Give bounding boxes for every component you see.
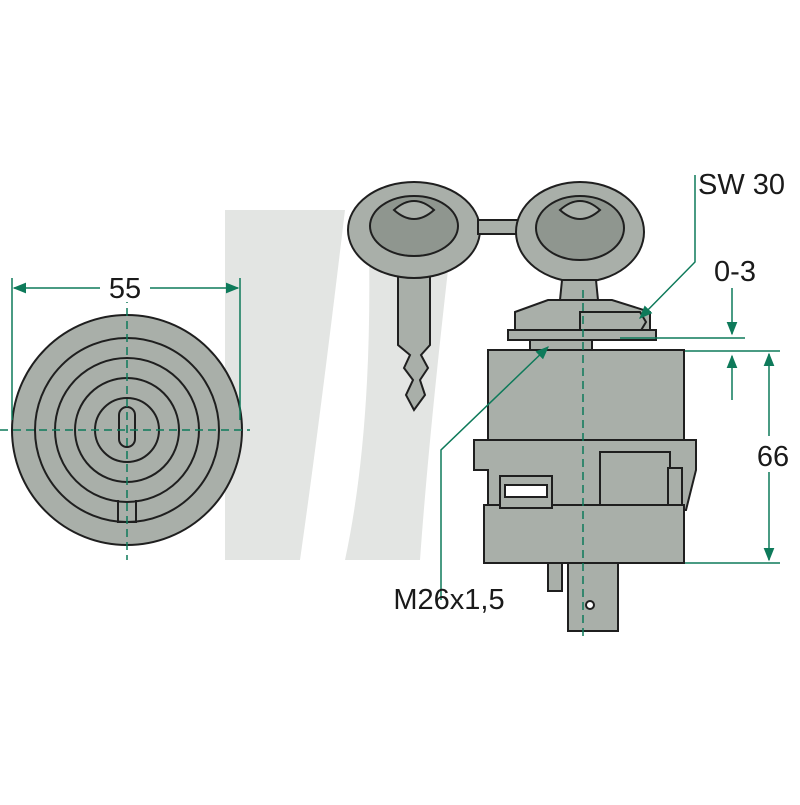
- thread-leader: [440, 346, 549, 600]
- diameter-label-bg: [100, 266, 150, 302]
- gap-dimension: [620, 288, 745, 400]
- switch-side-view: [473, 299, 697, 632]
- gap-label: 0-3: [714, 256, 756, 288]
- wrench-size-leader: [639, 175, 696, 319]
- front-view-centerlines: [0, 295, 250, 560]
- diameter-label: 55: [109, 273, 141, 305]
- height-label: 66: [757, 441, 789, 473]
- height-label-bg: [748, 436, 798, 472]
- thread-label: M26x1,5: [393, 584, 504, 616]
- key-left: [347, 181, 481, 412]
- wrench-size-label: SW 30: [698, 169, 785, 201]
- key-right: [515, 181, 645, 301]
- key-ring-link: [477, 219, 521, 235]
